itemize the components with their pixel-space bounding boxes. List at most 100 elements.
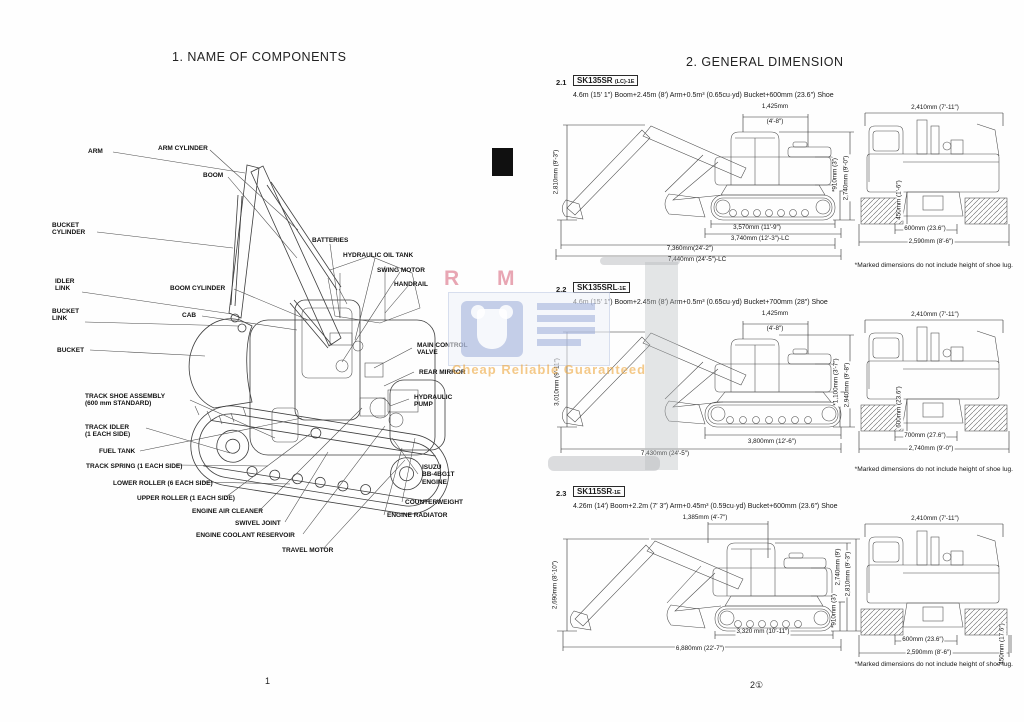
watermark-wrench-icon xyxy=(461,301,523,357)
watermark-text-bar xyxy=(537,339,581,346)
dim-shoe-lug-height: 450mm (17.6″) xyxy=(998,622,1007,666)
dim-ground-clearance: 450mm (1′-6″) xyxy=(895,179,904,221)
model-badge-sk115sr: SK115SR-1E xyxy=(573,486,625,497)
model-spec-2-2: 4.6m (15′ 1″) Boom+2.45m (8′) Arm+0.5m³ … xyxy=(573,299,828,306)
dim-track-gauge: 2,740mm (9′-0″) xyxy=(907,445,955,453)
component-label-boom-cylinder: BOOM CYLINDER xyxy=(170,285,226,292)
dim-cab-height: 2,740mm (9′-0″) xyxy=(842,154,851,202)
watermark-logo-box xyxy=(448,292,610,366)
boom-arm-bucket xyxy=(188,164,348,425)
watermark-caption: Cheap Reliable Guaranteed xyxy=(452,362,647,377)
dim-shoe-width: 600mm (23.6″) xyxy=(901,636,945,644)
rear-machine xyxy=(860,119,1008,225)
section-number-2-2: 2.2 xyxy=(556,285,567,294)
dim-overall-length: 7,430mm (24′-5″) xyxy=(639,450,691,458)
page-number-left: 1 xyxy=(265,676,271,686)
dim-top-width: 1,385mm (4′-7″) xyxy=(681,514,729,522)
dim-carbody-height: *910mm (3′) xyxy=(831,156,840,194)
component-label-engine-air-cleaner: ENGINE AIR CLEANER xyxy=(192,508,263,515)
dim-track-gauge: 2,590mm (8′-6″) xyxy=(907,238,955,246)
shoe-lug-note-2-2: *Marked dimensions do not include height… xyxy=(854,466,1013,473)
scan-artifact-band xyxy=(645,262,678,470)
dim-track-length: 3,320 mm (10′-11″) xyxy=(735,628,791,636)
component-label-fuel-tank: FUEL TANK xyxy=(99,448,136,455)
component-label-travel-motor: TRAVEL MOTOR xyxy=(282,547,334,554)
dim-overall-height: 2,810mm (9′-3″) xyxy=(552,148,561,196)
section-number-2-1: 2.1 xyxy=(556,78,567,87)
model-suffix: -1E xyxy=(612,490,621,496)
component-label-track-spring: TRACK SPRING (1 EACH SIDE) xyxy=(86,463,183,470)
dim-cab-height: 2,740mm (9′) xyxy=(834,547,843,587)
page-number-right: 2① xyxy=(750,680,764,690)
component-label-track-idler: TRACK IDLER (1 EACH SIDE) xyxy=(85,424,131,439)
shoe-lug-note-2-3: *Marked dimensions do not include height… xyxy=(854,661,1013,668)
dim-rear-width: 2,410mm (7′-11″) xyxy=(910,515,960,523)
watermark-initials: R M xyxy=(444,267,531,290)
watermark-text-bar xyxy=(537,303,595,310)
side-machine xyxy=(561,125,837,221)
component-label-idler-link: IDLER LINK xyxy=(55,278,75,293)
dim-overall-length: 6,880mm (22′-7″) xyxy=(674,645,726,653)
scan-artifact-bar xyxy=(548,456,660,471)
components-title: 1. NAME OF COMPONENTS xyxy=(172,50,347,64)
component-label-swing-motor: SWING MOTOR xyxy=(377,267,425,274)
dim-shoe-width: 600mm (23.6″) xyxy=(903,225,947,233)
dimensions-title: 2. GENERAL DIMENSION xyxy=(686,55,844,69)
component-label-lower-roller: LOWER ROLLER (6 EACH SIDE) xyxy=(113,480,213,487)
dim-carbody-height: *1,100mm (3′-7″) xyxy=(832,357,841,407)
dim-boom-height: 2,810mm (9′-3″) xyxy=(844,550,853,598)
dim-ground-clearance: 600mm (23.6″) xyxy=(895,385,904,429)
model-badge-sk135sr: SK135SR (LC)-1E xyxy=(573,75,639,86)
side-view-drawing-2-1 xyxy=(555,114,855,260)
model-spec-2-3: 4.26m (14′) Boom+2.2m (7′ 3″) Arm+0.45m³… xyxy=(573,503,838,510)
side-dim-lines xyxy=(557,521,861,651)
component-label-upper-roller: UPPER ROLLER (1 EACH SIDE) xyxy=(137,495,235,502)
leader-lines xyxy=(81,149,419,550)
model-name: SK115SR xyxy=(577,487,613,496)
model-name: SK135SRL xyxy=(577,283,618,292)
component-label-handrail: HANDRAIL xyxy=(394,281,428,288)
model-suffix: -1E xyxy=(617,286,627,292)
component-label-track-shoe-assembly: TRACK SHOE ASSEMBLY (600 mm STANDARD) xyxy=(85,393,166,408)
excavator-drawing xyxy=(81,149,449,550)
watermark-text-bar xyxy=(537,315,595,322)
component-label-boom: BOOM xyxy=(203,172,224,179)
rear-machine xyxy=(860,326,1008,432)
component-label-batteries: BATTERIES xyxy=(312,237,349,244)
component-label-hydraulic-pump: HYDRAULIC PUMP xyxy=(414,394,453,409)
component-label-engine-coolant-reservoir: ENGINE COOLANT RESERVOIR xyxy=(196,532,295,539)
dim-cab-height: 2,940mm (9′-8″) xyxy=(843,361,852,409)
component-label-arm: ARM xyxy=(88,148,103,155)
dim-overall-length-lc: 7,440mm (24′-5″)-LC xyxy=(666,256,728,264)
component-label-bucket-link: BUCKET LINK xyxy=(52,308,80,323)
dim-shoe-width: 700mm (27.6″) xyxy=(903,432,947,440)
dim-overall-length: 7,360mm(24′-2″) xyxy=(665,245,715,253)
component-label-bucket: BUCKET xyxy=(57,347,85,354)
dim-track-length: 3,570mm (11′-9″) xyxy=(732,224,782,232)
dim-top-width-ft: (4′-8″) xyxy=(765,118,785,126)
dim-track-length-lc: 3,740mm (12′-3″)-LC xyxy=(729,235,791,243)
model-name: SK135SR xyxy=(577,76,613,85)
watermark-text-bar xyxy=(537,327,595,334)
dim-overall-height: 2,690mm (8′-10″) xyxy=(551,559,560,611)
component-label-hydraulic-oil-tank: HYDRAULIC OIL TANK xyxy=(343,252,414,259)
dim-top-width-ft: (4′-8″) xyxy=(765,325,785,333)
dim-rear-width: 2,410mm (7′-11″) xyxy=(910,311,960,319)
rear-view-drawing-2-3 xyxy=(858,523,1012,657)
dim-track-length: 3,800mm (12′-6″) xyxy=(746,438,798,446)
dim-top-width: 1,425mm xyxy=(760,103,790,111)
dim-track-gauge: 2,590mm (8′-6″) xyxy=(905,649,953,657)
track-assembly xyxy=(190,405,449,515)
component-label-bucket-cylinder: BUCKET CYLINDER xyxy=(52,222,86,237)
model-spec-2-1: 4.6m (15′ 1″) Boom+2.45m (8′) Arm+0.5m³ … xyxy=(573,92,834,99)
shoe-lug-note-2-1: *Marked dimensions do not include height… xyxy=(854,262,1013,269)
rear-machine xyxy=(860,530,1008,636)
component-label-swivel-joint: SWIVEL JOINT xyxy=(235,520,281,527)
redaction-mark xyxy=(492,148,513,176)
side-dim-lines xyxy=(555,114,855,260)
component-label-rear-mirror: REAR MIRROR xyxy=(419,369,466,376)
side-machine xyxy=(569,540,834,632)
scan-artifact-bar xyxy=(600,257,680,265)
component-label-engine-radiator: ENGINE RADIATOR xyxy=(387,512,448,519)
